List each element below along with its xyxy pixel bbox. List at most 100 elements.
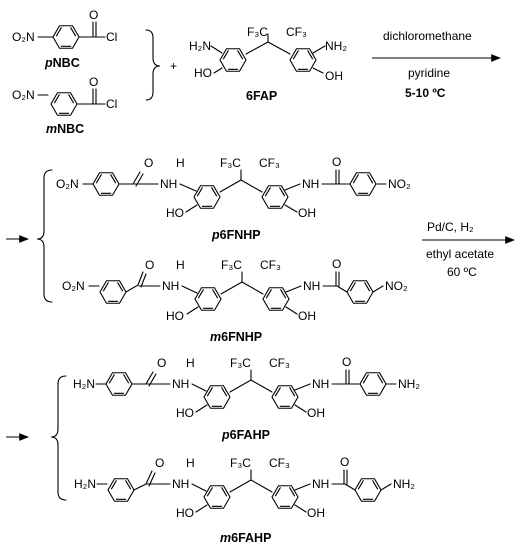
m6fnhp-oh-left: HO bbox=[166, 309, 184, 323]
m6fnhp-amide-nh-left: NH bbox=[162, 279, 179, 293]
m6fahp-ring-2 bbox=[203, 485, 231, 509]
m6fnhp-amide-h-left: H bbox=[176, 258, 185, 272]
p6fnhp-no2-left: O₂N bbox=[56, 177, 79, 191]
m6fnhp-cf3-right: CF₃ bbox=[260, 258, 281, 272]
p6fnhp-no2-right: NO₂ bbox=[388, 177, 411, 191]
m6fnhp-carbonyl-o-left: O bbox=[145, 258, 154, 272]
sixfap-oh-left: HO bbox=[194, 66, 212, 80]
p6fahp-amide-nh-right: NH bbox=[312, 377, 329, 391]
p6fahp-ring-1 bbox=[105, 372, 133, 396]
pnbc-structure: O₂N O Cl bbox=[12, 8, 117, 49]
step1-temperature: 5-10 ºC bbox=[405, 86, 446, 100]
p6fahp-amide-nh-left: NH bbox=[172, 377, 189, 391]
m6fnhp-carbonyl-o-right: O bbox=[332, 257, 341, 271]
m6fahp-carbonyl-o-left: O bbox=[155, 456, 164, 470]
m6fahp-amide-h-left: H bbox=[186, 456, 195, 470]
m6fahp-nh2-left: H₂N bbox=[74, 477, 96, 491]
p6fahp-label: p6FAHP bbox=[221, 428, 270, 442]
p6fahp-ring-3 bbox=[271, 385, 299, 409]
p6fahp-cf3-right: CF₃ bbox=[269, 356, 290, 370]
m6fahp-amide-nh-right: NH bbox=[312, 477, 329, 491]
p6fahp-amide-h-left: H bbox=[186, 356, 195, 370]
m6fnhp-structure: O₂N O H NH HO F₃C CF₃ OH NH O NO₂ bbox=[62, 257, 408, 323]
m6fahp-label: m6FAHP bbox=[220, 531, 271, 545]
sixfap-cf3-right: CF₃ bbox=[286, 25, 307, 39]
step2-catalyst: Pd/C, H₂ bbox=[427, 220, 474, 234]
m6fahp-carbonyl-o-right: O bbox=[340, 455, 349, 469]
m6fahp-ring-4 bbox=[354, 478, 382, 502]
sixfap-label: 6FAP bbox=[246, 89, 277, 103]
pnbc-benzene-ring bbox=[52, 25, 80, 49]
step2-temperature: 60 ºC bbox=[447, 265, 477, 279]
p6fahp-ring-2 bbox=[203, 385, 231, 409]
m6fahp-cf3-left: F₃C bbox=[230, 456, 251, 470]
p6fahp-structure: H₂N O H NH HO F₃C CF₃ OH NH O NH₂ bbox=[73, 355, 420, 420]
p6fnhp-ring-2 bbox=[193, 185, 221, 209]
m6fahp-amide-nh-left: NH bbox=[172, 477, 189, 491]
p6fnhp-oh-right: OH bbox=[298, 206, 316, 220]
pnbc-cl: Cl bbox=[106, 30, 117, 44]
m6fahp-cf3-right: CF₃ bbox=[269, 456, 290, 470]
p6fahp-carbonyl-o-right: O bbox=[342, 355, 351, 369]
m6fnhp-oh-right: OH bbox=[298, 309, 316, 323]
step1-base: pyridine bbox=[408, 66, 450, 80]
mnbc-carbonyl-o: O bbox=[89, 75, 98, 89]
m6fahp-oh-right: OH bbox=[307, 506, 325, 520]
p6fahp-ring-4 bbox=[359, 372, 387, 396]
p6fnhp-cf3-left: F₃C bbox=[220, 156, 241, 170]
m6fnhp-ring-3 bbox=[262, 287, 290, 311]
p6fahp-nh2-right: NH₂ bbox=[398, 377, 420, 391]
m6fnhp-label: m6FNHP bbox=[210, 330, 262, 344]
pnbc-carbonyl-o: O bbox=[89, 8, 98, 22]
p6fahp-cf3-left: F₃C bbox=[230, 356, 251, 370]
step2-solvent: ethyl acetate bbox=[426, 247, 494, 261]
p6fnhp-amide-nh-right: NH bbox=[302, 177, 319, 191]
sixfap-nh2-left: H₂N bbox=[189, 39, 211, 53]
p6fnhp-ring-4 bbox=[349, 172, 377, 196]
m6fahp-ring-3 bbox=[271, 485, 299, 509]
mnbc-cl: Cl bbox=[106, 97, 117, 111]
sixfap-ring-right bbox=[289, 48, 317, 72]
mnbc-no2-group: O₂N bbox=[12, 88, 35, 102]
pnbc-label: pNBC bbox=[44, 56, 80, 70]
sixfap-structure: H₂N HO F₃C CF₃ NH₂ OH bbox=[189, 25, 347, 83]
p6fnhp-oh-left: HO bbox=[166, 206, 184, 220]
m6fahp-oh-left: HO bbox=[176, 506, 194, 520]
p6fnhp-label: p6FNHP bbox=[211, 228, 261, 242]
mnbc-benzene-ring bbox=[50, 92, 78, 116]
m6fnhp-ring-2 bbox=[194, 287, 222, 311]
m6fnhp-cf3-left: F₃C bbox=[221, 258, 242, 272]
m6fnhp-ring-1 bbox=[99, 280, 127, 304]
p6fnhp-amide-h-left: H bbox=[176, 156, 185, 170]
p6fnhp-amide-nh-left: NH bbox=[160, 177, 177, 191]
mnbc-structure: O₂N O Cl bbox=[12, 75, 117, 116]
m6fahp-nh2-right: NH₂ bbox=[393, 477, 415, 491]
p6fnhp-carbonyl-o-right: O bbox=[332, 155, 341, 169]
p6fahp-carbonyl-o-left: O bbox=[157, 356, 166, 370]
m6fnhp-amide-nh-right: NH bbox=[303, 279, 320, 293]
sixfap-cf3-left: F₃C bbox=[247, 25, 268, 39]
plus-sign: + bbox=[170, 59, 177, 73]
p6fahp-oh-right: OH bbox=[307, 406, 325, 420]
m6fahp-ring-1 bbox=[107, 478, 135, 502]
step1-solvent: dichloromethane bbox=[383, 29, 472, 43]
m6fahp-structure: H₂N O H NH HO F₃C CF₃ OH NH O NH₂ bbox=[74, 455, 415, 520]
m6fnhp-no2-left: O₂N bbox=[62, 279, 85, 293]
m6fnhp-ring-4 bbox=[346, 280, 374, 304]
p6fnhp-ring-3 bbox=[261, 185, 289, 209]
product-brace bbox=[50, 375, 67, 501]
sixfap-oh-right: OH bbox=[325, 69, 343, 83]
sixfap-ring-left bbox=[219, 48, 247, 72]
pnbc-no2-group: O₂N bbox=[12, 30, 35, 44]
mnbc-label: mNBC bbox=[46, 122, 84, 136]
p6fnhp-carbonyl-o-left: O bbox=[144, 156, 153, 170]
intermediate-brace bbox=[36, 169, 53, 303]
reactant-brace bbox=[145, 29, 161, 101]
p6fahp-nh2-left: H₂N bbox=[73, 377, 95, 391]
p6fahp-oh-left: HO bbox=[176, 406, 194, 420]
p6fnhp-ring-1 bbox=[92, 172, 120, 196]
sixfap-nh2-right: NH₂ bbox=[325, 39, 347, 53]
p6fnhp-cf3-right: CF₃ bbox=[259, 156, 280, 170]
p6fnhp-structure: O₂N O H NH HO F₃C CF₃ OH NH O NO₂ bbox=[56, 155, 411, 220]
